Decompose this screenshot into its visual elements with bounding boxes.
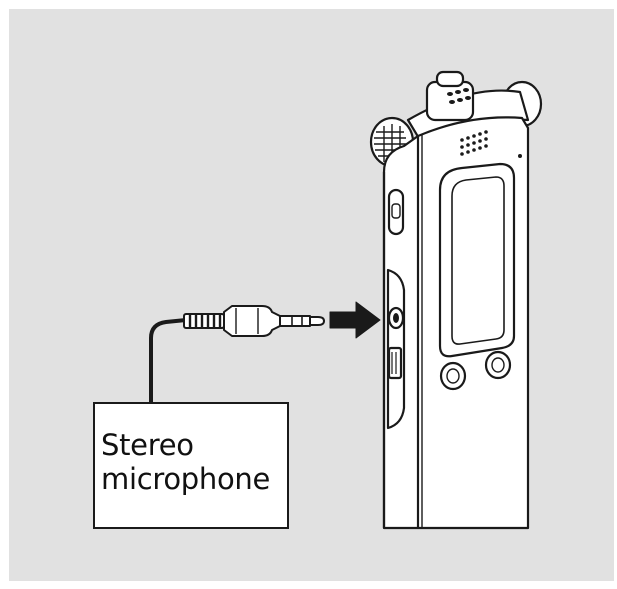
ic-recorder [369, 70, 543, 530]
speaker-grille [460, 130, 488, 156]
label-line-1: Stereo [101, 428, 194, 462]
stereo-microphone-box: Stereo microphone [93, 402, 289, 529]
side-slider-knob [391, 203, 401, 219]
device-side-edge [382, 136, 420, 528]
display-screen [451, 176, 505, 345]
cable [149, 318, 188, 404]
side-port [387, 346, 403, 380]
plug [183, 305, 325, 337]
plug-sleeve [279, 315, 311, 327]
plug-grip [223, 305, 281, 337]
top-mic-grille [447, 88, 471, 104]
plug-tip [309, 316, 325, 326]
top-cap [435, 70, 465, 88]
arrow [329, 301, 381, 339]
label-line-2: microphone [101, 462, 271, 496]
